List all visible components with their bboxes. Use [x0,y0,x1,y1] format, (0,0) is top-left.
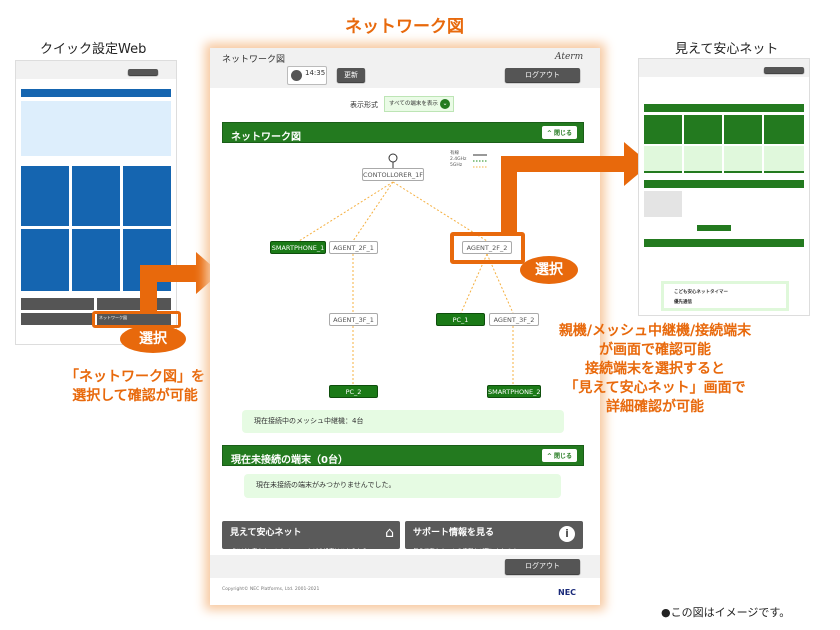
caption-line: 選択して確認が可能 [72,388,198,404]
caption-line: 「見えて安心ネット」画面で [564,380,746,396]
support-info-button[interactable]: サポート情報を見る 見えて安心ネットの情報をご覧になれます。 i [405,521,583,555]
aterm-logo: Aterm [555,52,584,62]
chevron-down-icon: ⌄ [440,99,450,109]
unconnected-info: 現在未接続の端末がみつかりませんでした。 [244,474,561,498]
button-title: 見えて安心ネット [230,528,302,538]
display-mode-value: すべての端末を表示 [389,101,438,107]
caption-line: 接続端末を選択すると [585,361,725,377]
collapse-label: 閉じる [553,130,572,137]
collapse-button[interactable]: ^ 閉じる [541,126,577,139]
node-agent-2f-2[interactable]: AGENT_2F_2 [462,241,512,254]
display-mode-label: 表示形式 [350,101,378,109]
left-arrow-shaft [140,265,200,282]
node-pc-2[interactable]: PC_2 [329,385,378,398]
button-subtitle: 見えて安心ネットの情報をご覧になれます。 [413,549,523,555]
refresh-button[interactable]: 更新 [337,68,365,82]
legend-5ghz: 5GHz [450,163,463,168]
left-title: クイック設定Web [40,42,147,57]
thumb-timer-label: こども安心ネットタイマー [674,290,728,295]
network-map-section-header: ネットワーク図 ^ 閉じる [222,122,584,143]
logout-button[interactable]: ログアウト [505,68,580,82]
house-search-icon: ⌂ [385,525,394,541]
link-line [392,181,488,242]
clock-box: 14:35 [287,66,327,85]
section-title: 現在未接続の端末（0台） [231,455,348,466]
copyright: Copyright© NEC Platforms, Ltd. 2001-2021 [222,587,320,592]
display-mode-select[interactable]: すべての端末を表示 ⌄ [384,96,454,112]
caption-line: が画面で確認可能 [599,342,711,358]
left-caption: 「ネットワーク図」を 選択して確認が可能 [50,368,220,406]
legend-wired: 有線 [450,151,459,156]
node-agent-2f-1[interactable]: AGENT_2F_1 [329,241,378,254]
right-caption: 親機/メッシュ中継機/接続端末 が画面で確認可能 接続端末を選択すると 「見えて… [540,322,770,417]
node-agent-3f-2[interactable]: AGENT_3F_2 [489,313,539,326]
button-title: サポート情報を見る [413,528,495,538]
node-agent-3f-1[interactable]: AGENT_3F_1 [329,313,378,326]
select-bubble: 選択 [520,256,578,284]
footnote: ●この図はイメージです。 [661,606,791,619]
header-title: ネットワーク図 [222,55,286,65]
center-title: ネットワーク図 [345,17,464,37]
legend: 有線 2.4GHz 5GHz [450,151,466,169]
link-line [298,181,394,242]
clock-icon [291,70,302,81]
collapse-button[interactable]: ^ 閉じる [541,449,577,462]
button-subtitle: 「こども安心ネットタイマー」などの設定はこちらから。 [230,549,374,555]
right-arrow-shaft [501,156,517,234]
legend-24ghz: 2.4GHz [450,157,467,162]
caption-line: 親機/メッシュ中継機/接続端末 [558,323,752,339]
node-controller[interactable]: CONTOLLORER_1F [362,168,424,181]
caption-line: 詳細確認が可能 [606,399,704,415]
node-pc-1[interactable]: PC_1 [436,313,485,326]
node-smartphone-2[interactable]: SMARTPHONE_2 [487,385,541,398]
internet-node-icon [388,153,398,163]
mieru-anshin-button[interactable]: 見えて安心ネット 「こども安心ネットタイマー」などの設定はこちらから。 ⌂ [222,521,400,555]
info-icon: i [559,526,575,542]
thumb-network-button[interactable]: ネットワーク図 [97,313,171,325]
link-line [460,253,488,314]
clock-time: 14:35 [305,69,326,77]
mieru-anshin-thumbnail: こども安心ネットタイマー 優先通信 [638,58,810,316]
link-line [352,181,394,242]
link-line [486,253,514,314]
right-title: 見えて安心ネット [675,42,779,57]
caption-line: 「ネットワーク図」を [65,369,205,385]
unconnected-section-header: 現在未接続の端末（0台） ^ 閉じる [222,445,584,466]
thumb-priority-label: 優先通信 [674,300,692,305]
left-select-bubble: 選択 [120,325,186,353]
footer-logout-button[interactable]: ログアウト [505,559,580,574]
node-smartphone-1[interactable]: SMARTPHONE_1 [270,241,326,254]
mesh-count-info: 現在接続中のメッシュ中継機：4台 [242,410,564,433]
footer-bar [210,555,600,578]
quick-setting-thumbnail: ネットワーク図 [15,60,177,345]
nec-logo: NEC [558,588,577,597]
section-title: ネットワーク図 [231,132,301,143]
right-arrow-shaft [501,156,627,172]
selection-highlight [450,232,525,264]
collapse-label: 閉じる [553,453,572,460]
